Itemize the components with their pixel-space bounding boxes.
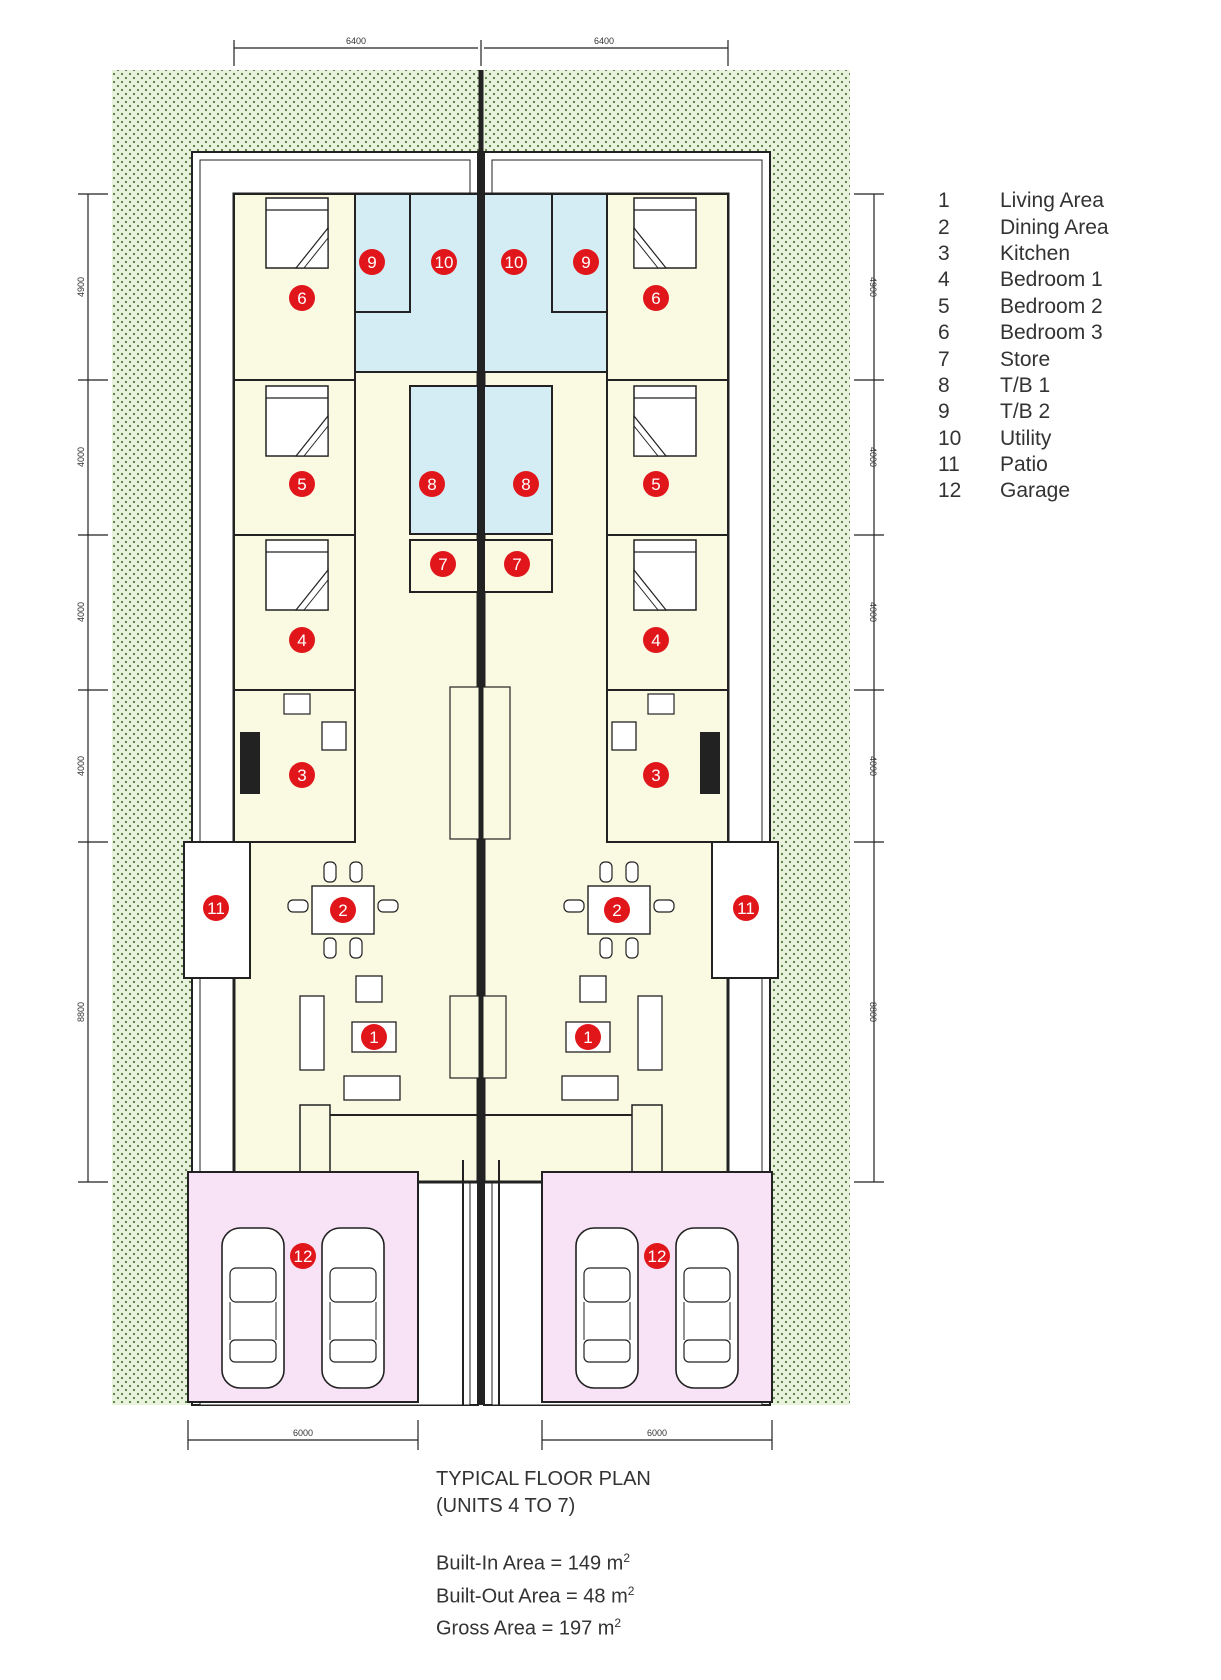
svg-text:3: 3 bbox=[651, 766, 660, 785]
marker-store-left: 7 bbox=[430, 551, 456, 577]
svg-text:12: 12 bbox=[648, 1247, 667, 1266]
marker-utility-right: 10 bbox=[501, 249, 527, 275]
svg-text:6: 6 bbox=[297, 289, 306, 308]
marker-utility-left: 10 bbox=[431, 249, 457, 275]
marker-garage-left: 12 bbox=[290, 1243, 316, 1269]
svg-text:1: 1 bbox=[583, 1028, 592, 1047]
gross-area: Gross Area = 197 m2 bbox=[436, 1616, 622, 1640]
dim-left-1: 4900 bbox=[76, 277, 86, 297]
svg-text:4: 4 bbox=[297, 631, 306, 650]
svg-text:4: 4 bbox=[651, 631, 660, 650]
dim-right-1: 4900 bbox=[868, 277, 878, 297]
svg-text:3: 3 bbox=[297, 766, 306, 785]
marker-dining-right: 2 bbox=[604, 897, 630, 923]
marker-bedroom2-left: 5 bbox=[289, 471, 315, 497]
svg-text:9: 9 bbox=[581, 253, 590, 272]
svg-text:10: 10 bbox=[505, 253, 524, 272]
marker-tb1-left: 8 bbox=[419, 471, 445, 497]
dim-bottom-left: 6000 bbox=[293, 1428, 313, 1438]
svg-text:11: 11 bbox=[207, 899, 225, 918]
dim-right-5: 8800 bbox=[868, 1002, 878, 1022]
plan-title: TYPICAL FLOOR PLAN bbox=[436, 1468, 651, 1490]
marker-living-right: 1 bbox=[575, 1024, 601, 1050]
marker-bedroom3-left: 6 bbox=[289, 285, 315, 311]
svg-text:5: 5 bbox=[651, 475, 660, 494]
built-in-area: Built-In Area = 149 m2 bbox=[436, 1551, 631, 1575]
svg-text:2: 2 bbox=[338, 901, 347, 920]
dim-right-2: 4000 bbox=[868, 447, 878, 467]
svg-text:2: 2 bbox=[612, 901, 621, 920]
svg-text:7: 7 bbox=[438, 555, 447, 574]
plan-caption: TYPICAL FLOOR PLAN (UNITS 4 TO 7) bbox=[436, 1466, 651, 1520]
dim-left-2: 4000 bbox=[76, 447, 86, 467]
tb1-right bbox=[483, 385, 553, 535]
tb1-left bbox=[409, 385, 479, 535]
marker-patio-left: 11 bbox=[203, 895, 229, 921]
dim-left-3: 4000 bbox=[76, 602, 86, 622]
marker-kitchen-left: 3 bbox=[289, 762, 315, 788]
marker-tb1-right: 8 bbox=[513, 471, 539, 497]
dim-top-right: 6400 bbox=[594, 36, 614, 46]
svg-text:7: 7 bbox=[512, 555, 521, 574]
svg-text:10: 10 bbox=[435, 253, 454, 272]
marker-living-left: 1 bbox=[361, 1024, 387, 1050]
marker-bedroom2-right: 5 bbox=[643, 471, 669, 497]
plan-subtitle: (UNITS 4 TO 7) bbox=[436, 1495, 576, 1517]
dim-left-4: 4000 bbox=[76, 756, 86, 776]
svg-text:11: 11 bbox=[737, 899, 755, 918]
marker-bedroom3-right: 6 bbox=[643, 285, 669, 311]
svg-text:5: 5 bbox=[297, 475, 306, 494]
marker-kitchen-right: 3 bbox=[643, 762, 669, 788]
svg-text:9: 9 bbox=[367, 253, 376, 272]
dim-bottom-right: 6000 bbox=[647, 1428, 667, 1438]
marker-bedroom1-left: 4 bbox=[289, 627, 315, 653]
marker-bedroom1-right: 4 bbox=[643, 627, 669, 653]
svg-text:1: 1 bbox=[369, 1028, 378, 1047]
marker-tb2-left: 9 bbox=[359, 249, 385, 275]
marker-garage-right: 12 bbox=[644, 1243, 670, 1269]
svg-text:8: 8 bbox=[427, 475, 436, 494]
dim-right-4: 4000 bbox=[868, 756, 878, 776]
svg-text:6: 6 bbox=[651, 289, 660, 308]
marker-patio-right: 11 bbox=[733, 895, 759, 921]
area-summary: Built-In Area = 149 m2 Built-Out Area = … bbox=[436, 1545, 634, 1643]
marker-tb2-right: 9 bbox=[573, 249, 599, 275]
built-out-area: Built-Out Area = 48 m2 bbox=[436, 1583, 635, 1608]
marker-store-right: 7 bbox=[504, 551, 530, 577]
svg-text:12: 12 bbox=[294, 1247, 313, 1266]
dim-left-5: 8800 bbox=[76, 1002, 86, 1022]
svg-text:8: 8 bbox=[521, 475, 530, 494]
dim-top-left: 6400 bbox=[346, 36, 366, 46]
marker-dining-left: 2 bbox=[330, 897, 356, 923]
dim-right-3: 4000 bbox=[868, 602, 878, 622]
